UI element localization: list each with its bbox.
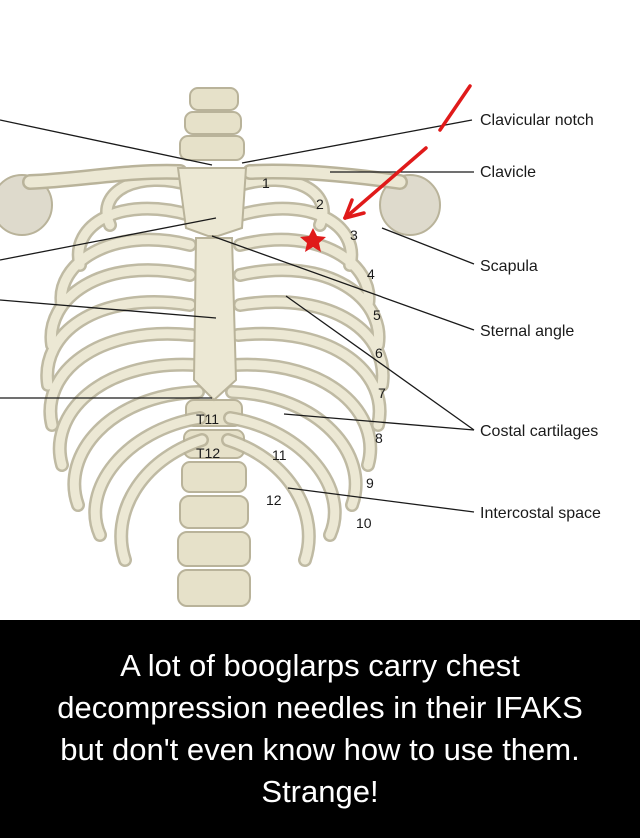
rib-number-12: 12 [266, 492, 282, 508]
red-arrow [343, 84, 472, 220]
vertebra-label-t11: T11 [196, 411, 219, 427]
rib-number-11: 11 [272, 447, 287, 463]
rib-number-8: 8 [375, 430, 383, 446]
shoulders [0, 174, 441, 236]
caption-banner: A lot of booglarps carry chest decompres… [0, 620, 640, 838]
rib-number-6: 6 [375, 345, 383, 361]
ribs-right-inner [223, 175, 388, 565]
label-costal-cartilages: Costal cartilages [480, 423, 598, 440]
ribs-left-inner [42, 175, 207, 565]
leader-lines [0, 119, 475, 513]
vertebra-label-t12: T12 [196, 445, 220, 461]
clavicles-inner [24, 166, 406, 188]
label-clavicle: Clavicle [480, 164, 536, 181]
label-sternal-angle: Sternal angle [480, 323, 574, 340]
rib-number-2: 2 [316, 196, 324, 212]
rib-number-9: 9 [366, 475, 374, 491]
rib-number-4: 4 [367, 266, 375, 282]
rib-cage-diagram: Clavicular notch Clavicle Scapula Sterna… [0, 84, 601, 607]
red-star-mark [300, 228, 326, 252]
rib-number-10: 10 [356, 515, 372, 531]
caption-text: A lot of booglarps carry chest decompres… [57, 648, 583, 809]
label-intercostal-space: Intercostal space [480, 505, 601, 522]
sternum [176, 167, 248, 402]
rib-number-3: 3 [350, 227, 358, 243]
rib-number-5: 5 [373, 307, 381, 323]
label-scapula: Scapula [480, 258, 538, 275]
label-clavicular-notch: Clavicular notch [480, 112, 594, 129]
rib-number-1: 1 [262, 175, 270, 191]
rib-number-7: 7 [378, 385, 386, 401]
